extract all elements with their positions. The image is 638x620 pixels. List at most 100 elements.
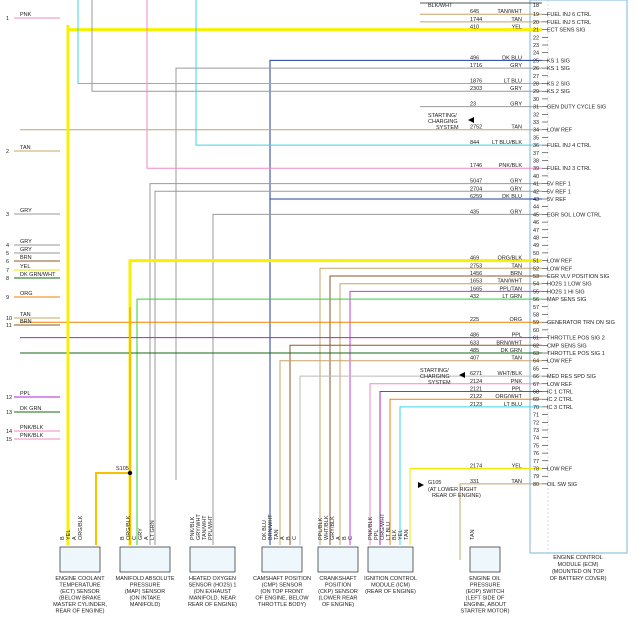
component-label: MASTER CYLINDER, xyxy=(53,602,107,608)
pin-number: 61 xyxy=(533,336,539,342)
component-label: ENGINE COOLANT xyxy=(55,576,105,582)
pin-color: GRY xyxy=(510,179,522,185)
pin-color: TAN xyxy=(511,17,522,23)
left-wire-label: PPL xyxy=(20,391,30,397)
left-wire-number: 9 xyxy=(6,295,9,301)
pin-color: ORG xyxy=(509,317,522,323)
pin-number: 51 xyxy=(533,259,539,265)
pin-number: 53 xyxy=(533,274,539,280)
ecm-label: ENGINE CONTROL MODULE (ECM) (MOUNTED ON … xyxy=(550,555,607,582)
component-pin: PPL xyxy=(374,530,380,540)
pin-signal: FUEL INJ 5 CTRL xyxy=(547,20,591,26)
component-pin: TAN xyxy=(470,529,476,540)
pin-number: 60 xyxy=(533,328,539,334)
pin-circuit: 1746 xyxy=(470,163,482,169)
pin-circuit: 496 xyxy=(470,55,479,61)
pin-number: 36 xyxy=(533,143,539,149)
wire xyxy=(269,59,542,490)
starting-charging-2-line1: STARTING/ xyxy=(420,368,449,374)
pin-circuit: 1665 xyxy=(470,286,482,292)
pin-number: 41 xyxy=(533,182,539,188)
left-wire-label: TAN xyxy=(20,145,31,151)
wire xyxy=(389,398,542,545)
component-label: MANIFOLD, NEAR xyxy=(189,596,236,602)
pin-signal: FUEL INJ 3 CTRL xyxy=(547,166,591,172)
pin-number: 44 xyxy=(533,205,539,211)
pin-color: GRY xyxy=(510,209,522,215)
wire xyxy=(154,190,542,545)
pin-number: 49 xyxy=(533,243,539,249)
pin-number: 57 xyxy=(533,305,539,311)
component-label: (ECT) SENSOR xyxy=(60,589,99,595)
pin-circuit: 2174 xyxy=(470,464,482,470)
pin-number: 23 xyxy=(533,43,539,49)
pin-color: BRN xyxy=(510,271,522,277)
pin-color: TAN xyxy=(511,263,522,269)
pin-signal: LOW REF xyxy=(547,266,573,272)
component-pin: YEL xyxy=(398,530,404,540)
pin-color: DK GRN xyxy=(501,348,522,354)
starting-charging-2-line2: CHARGING xyxy=(420,374,450,380)
pin-number: 79 xyxy=(533,474,539,480)
pin-signal: FUEL INJ 4 CTRL xyxy=(547,143,591,149)
component-pin: PPL/BLK xyxy=(318,517,324,540)
pin-color: PNK xyxy=(511,379,523,385)
pin-circuit: 1744 xyxy=(470,17,482,23)
component-pin: PPL/WHT xyxy=(208,515,214,540)
pin-circuit: 435 xyxy=(470,209,479,215)
pin-number: 76 xyxy=(533,451,539,457)
left-wire-number: 13 xyxy=(6,410,12,416)
wire xyxy=(409,468,542,545)
wire xyxy=(77,0,542,84)
left-wire-label: PNK xyxy=(20,12,32,18)
top-wire-color: BLK/WHT xyxy=(428,3,453,9)
left-wire-label: GRY xyxy=(20,239,32,245)
component-label: REAR OF ENGINE) xyxy=(56,609,105,615)
pin-number: 54 xyxy=(533,282,539,288)
left-wire-number: 1 xyxy=(6,16,9,22)
starting-charging-1-line1: STARTING/ xyxy=(428,113,457,119)
wire xyxy=(339,283,542,545)
component-pin: C xyxy=(348,536,354,540)
pin-number: 46 xyxy=(533,220,539,226)
pin-number: 52 xyxy=(533,266,539,272)
pin-color: TAN xyxy=(511,125,522,131)
component-pin: A xyxy=(280,536,286,540)
pin-number: 42 xyxy=(533,189,539,195)
pin-number: 33 xyxy=(533,120,539,126)
pin-signal: HO2S 1 HI SIG xyxy=(547,289,585,295)
pin-circuit: 1716 xyxy=(470,63,482,69)
pin-number: 39 xyxy=(533,166,539,172)
component-label: SENSOR (HO2S) 1 xyxy=(189,583,237,589)
low-ref-highlight xyxy=(95,307,131,545)
pin-number: 26 xyxy=(533,66,539,72)
component-pin: TAN xyxy=(404,529,410,540)
component-label: REAR OF ENGINE) xyxy=(188,602,237,608)
component-pin: ORG/WHT xyxy=(380,513,386,540)
component-pin: ORG/BLK xyxy=(78,515,84,540)
pin-number: 71 xyxy=(533,413,539,419)
component-pin: PNK/BLK xyxy=(190,516,196,540)
wire xyxy=(349,290,542,545)
pin-signal: EGR SOL LOW CTRL xyxy=(547,212,601,218)
component-label: (LEFT SIDE OF xyxy=(466,596,505,602)
pin-number: 73 xyxy=(533,428,539,434)
component-label: (CKP) SENSOR xyxy=(318,589,358,595)
pin-color: TAN xyxy=(511,356,522,362)
component-pin: ORG/BLK xyxy=(126,515,132,540)
left-wire-number: 15 xyxy=(6,437,12,443)
component-label: TEMPERATURE xyxy=(59,583,100,589)
component-label: MANIFOLD ABSOLUTE xyxy=(116,576,175,582)
pin-color: DK BLU xyxy=(502,55,522,61)
pin-number: 55 xyxy=(533,289,539,295)
component-label: IGNITION CONTROL xyxy=(364,576,417,582)
component-pin: GRY xyxy=(138,528,144,540)
component-label: (REAR OF ENGINE) xyxy=(365,589,416,595)
pin-circuit: 2124 xyxy=(470,379,482,385)
pin-number: 31 xyxy=(533,105,539,111)
component-label: CRANKSHAFT xyxy=(319,576,357,582)
pin-number: 69 xyxy=(533,397,539,403)
left-wire-label: ORG xyxy=(20,291,33,297)
